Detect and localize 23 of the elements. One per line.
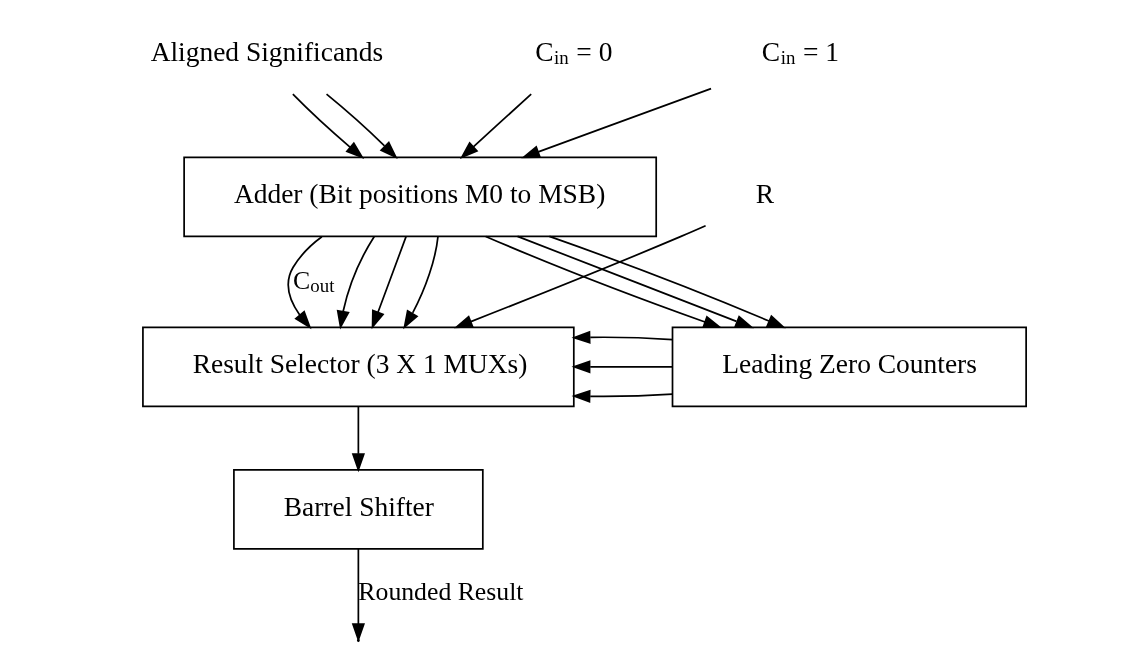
node-box: Result Selector (3 X 1 MUXs) <box>141 326 575 408</box>
arrow <box>520 87 712 159</box>
arrow <box>516 235 754 329</box>
arrow <box>286 235 323 330</box>
arrow <box>571 330 673 344</box>
arrow <box>336 235 375 330</box>
arrow <box>571 389 673 403</box>
node-box: Barrel Shifter <box>232 469 484 550</box>
node-box: Leading Zero Counters <box>671 326 1027 408</box>
arrow <box>453 224 706 329</box>
arrow <box>548 235 786 329</box>
arrow <box>351 405 365 473</box>
arrow <box>371 235 407 330</box>
node-text: R <box>755 179 774 210</box>
arrow <box>291 93 364 159</box>
edge-label: Rounded Result <box>357 577 523 607</box>
arrow <box>459 93 532 159</box>
arrow <box>325 93 398 160</box>
node-box: Adder (Bit positions M0 to MSB) <box>182 156 657 238</box>
arrow <box>402 235 439 330</box>
node-text: Aligned Significands <box>150 36 383 67</box>
arrow <box>484 235 722 329</box>
arrow <box>571 360 673 374</box>
